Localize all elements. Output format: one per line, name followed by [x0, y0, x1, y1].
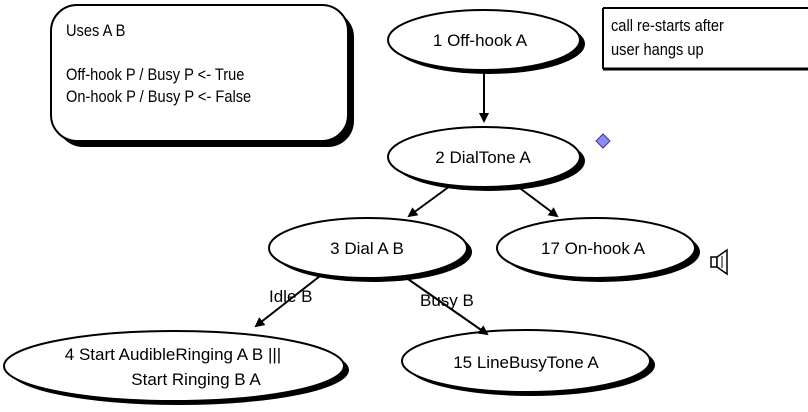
note-box: [602, 7, 808, 71]
node-4-label-line2: Start Ringing B A: [131, 370, 261, 389]
info-box: [50, 4, 354, 147]
node-2-dialtone-a: 2 DialTone A: [387, 126, 585, 191]
node-17-on-hook-a: 17 On-hook A: [496, 217, 700, 282]
note-line: call re-starts after: [611, 16, 724, 35]
edge-label-busy-b: Busy B: [420, 291, 474, 310]
node-15-label: 15 LineBusyTone A: [453, 353, 599, 372]
edge-3-to-15: [404, 276, 489, 336]
edge-2-to-17: [516, 185, 559, 218]
edge-2-to-3: [407, 185, 451, 218]
node-3-dial-a-b: 3 Dial A B: [268, 217, 472, 282]
info-box-line: Off-hook P / Busy P <- True: [66, 65, 245, 84]
diamond-marker-icon: [595, 133, 611, 149]
node-2-label: 2 DialTone A: [435, 148, 531, 167]
node-1-off-hook-a: 1 Off-hook A: [387, 9, 585, 74]
node-1-label: 1 Off-hook A: [433, 31, 528, 50]
node-4-label-line1: 4 Start AudibleRinging A B |||: [65, 345, 281, 364]
info-box-line: Uses A B: [66, 21, 126, 40]
note-text: call re-starts after user hangs up: [611, 14, 783, 62]
node-4-start-audible-ringing: 4 Start AudibleRinging A B ||| Start Rin…: [3, 330, 349, 405]
speaker-icon: [710, 248, 728, 276]
info-box-text: Uses A B Off-hook P / Busy P <- True On-…: [66, 20, 298, 108]
node-3-label: 3 Dial A B: [330, 239, 404, 258]
edge-3-to-4: [254, 275, 321, 328]
info-box-line: [66, 42, 298, 64]
edge-label-idle-b: Idle B: [269, 287, 312, 306]
node-17-label: 17 On-hook A: [541, 239, 646, 258]
info-box-line: On-hook P / Busy P <- False: [66, 87, 252, 106]
node-15-linebusytone-a: 15 LineBusyTone A: [401, 329, 655, 396]
note-line: user hangs up: [611, 40, 704, 59]
